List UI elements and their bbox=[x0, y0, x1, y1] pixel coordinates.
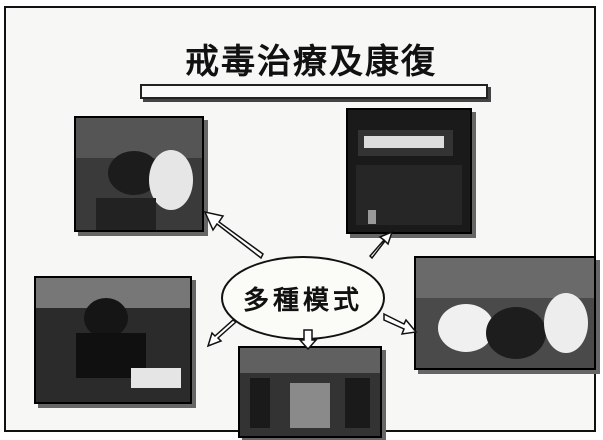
arrow-to-top-left bbox=[203, 210, 264, 260]
photo-clinic-desk bbox=[34, 276, 192, 404]
photo-counseling bbox=[74, 116, 204, 232]
slide-title: 戒毒治療及康復 bbox=[185, 42, 437, 82]
title-underline-bar bbox=[140, 84, 488, 99]
center-label: 多種模式 bbox=[242, 285, 363, 316]
arrow-to-top-right bbox=[368, 230, 394, 260]
arrow-to-right bbox=[383, 312, 418, 335]
slide-frame: 戒毒治療及康復 bbox=[4, 6, 596, 438]
photo-hall-interior bbox=[238, 346, 382, 438]
photo-group-session bbox=[414, 256, 596, 370]
photo-building-sign bbox=[346, 108, 472, 234]
arrow-to-bottom-center bbox=[298, 329, 318, 351]
center-oval: 多種模式 bbox=[221, 256, 385, 340]
arrow-to-bottom-left bbox=[206, 319, 238, 348]
